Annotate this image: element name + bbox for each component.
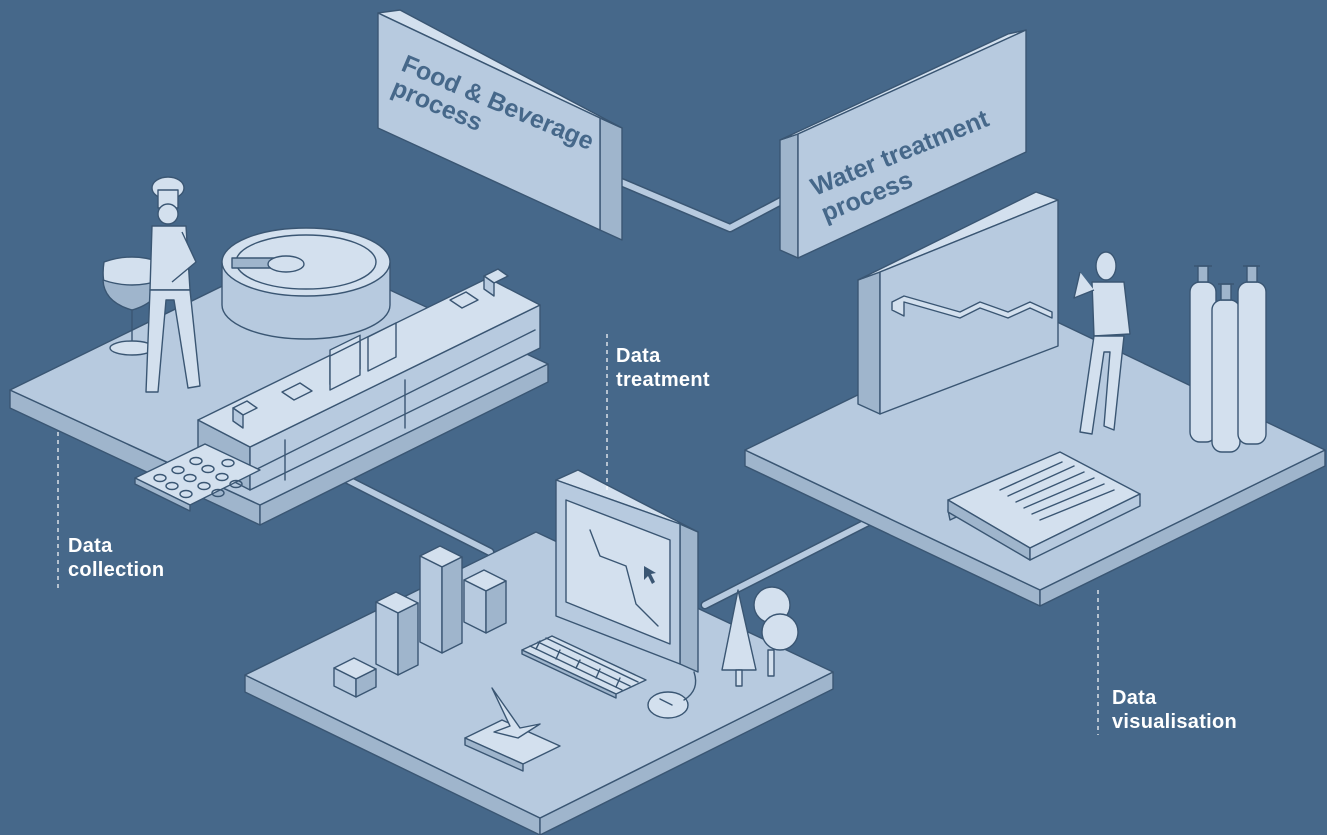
display-wall [857, 191, 1059, 415]
bar-chart-blocks [333, 545, 507, 698]
mixing-vat [221, 227, 391, 340]
treatment-platform [244, 469, 834, 835]
data-visualisation-label: Data visualisation [1112, 687, 1238, 733]
chef-figure [145, 176, 201, 393]
gas-cylinders [1189, 265, 1267, 453]
pastry-tray [134, 443, 261, 512]
label-leaders [57, 334, 1099, 735]
food-beverage-sign: Food & Beverage process [377, 9, 623, 241]
decorative-trees [721, 586, 799, 687]
collection-platform [9, 176, 549, 526]
conveyor-machine [197, 268, 541, 491]
computer-monitor [555, 469, 699, 673]
report-stack [947, 451, 1141, 561]
wine-glass [102, 256, 162, 356]
presenter-figure [1073, 251, 1131, 435]
logo-stand [464, 687, 561, 772]
keyboard [521, 635, 647, 699]
visualisation-platform [744, 191, 1326, 607]
connection-pipes [343, 175, 881, 610]
data-collection-label: Data collection [68, 535, 165, 581]
water-treatment-sign: Water treatment process [779, 29, 1027, 259]
data-treatment-label: Data treatment [616, 345, 710, 391]
computer-mouse [647, 671, 697, 719]
